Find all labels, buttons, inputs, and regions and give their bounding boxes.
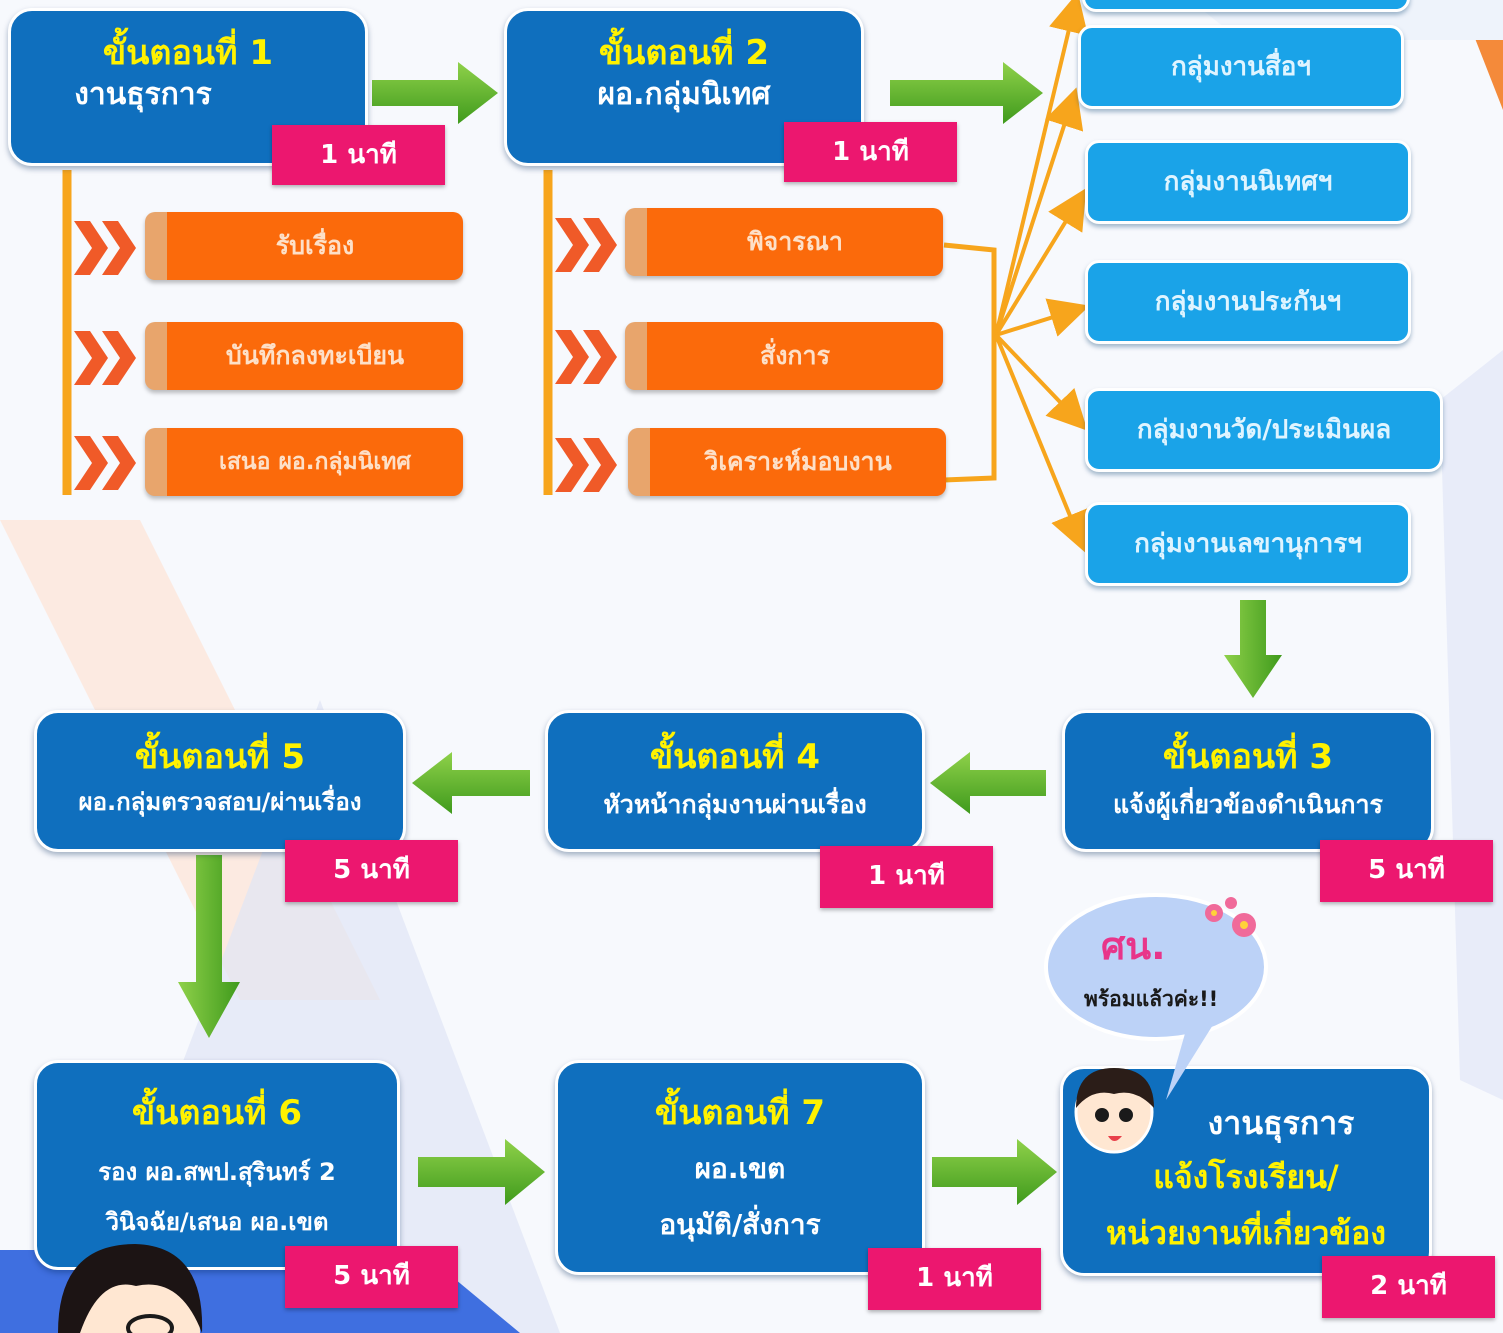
final-step-line-1: งานธุรการ (1207, 1104, 1355, 1142)
bubble-message: พร้อมแล้วค่ะ!! (1084, 987, 1219, 1011)
step-7-subtitle-2: อนุมัติ/สั่งการ (659, 1208, 821, 1241)
step-5-time-badge: 5 นาที (285, 840, 458, 902)
arrow-1-2 (372, 62, 498, 124)
speech-bubble: ศน. พร้อมแล้วค่ะ!! (1044, 893, 1271, 1100)
arrow-6-7 (418, 1139, 545, 1205)
step-6-title: ขั้นตอนที่ 6 (131, 1093, 303, 1133)
step-7-subtitle-1: ผอ.เขต (694, 1152, 786, 1185)
final-step-line-3: หน่วยงานที่เกี่ยวข้อง (1106, 1214, 1386, 1252)
final-step-line-2: แจ้งโรงเรียน/ (1153, 1158, 1339, 1196)
step-4-subtitle: หัวหน้ากลุ่มงานผ่านเรื่อง (603, 790, 867, 819)
step-1-time-badge: 1 นาที (272, 125, 445, 185)
arrow-7-8 (932, 1139, 1057, 1205)
step-7-box: ขั้นตอนที่ 7 ผอ.เขต อนุมัติ/สั่งการ (555, 1060, 925, 1275)
step-2-task-consider: พิจารณา (625, 208, 943, 276)
chevron-icon (74, 221, 136, 275)
step-6-subtitle-2: วินิจฉัย/เสนอ ผอ.เขต (105, 1208, 329, 1236)
step-5-box: ขั้นตอนที่ 5 ผอ.กลุ่มตรวจสอบ/ผ่านเรื่อง (34, 710, 406, 852)
bubble-logo-text: ศน. (1101, 924, 1166, 968)
chevron-icon (74, 331, 136, 385)
step-2-box: ขั้นตอนที่ 2 ผอ.กลุ่มนิเทศ (504, 8, 864, 166)
boy-mascot-icon (58, 1244, 203, 1333)
group-quality-assurance: กลุ่มงานประกันฯ (1085, 260, 1411, 344)
girl-mascot-icon (1074, 1068, 1154, 1154)
step-7-title: ขั้นตอนที่ 7 (654, 1093, 826, 1133)
step-1-task-propose: เสนอ ผอ.กลุ่มนิเทศ (145, 428, 463, 496)
step-3-box: ขั้นตอนที่ 3 แจ้งผู้เกี่ยวข้องดำเนินการ (1062, 710, 1434, 852)
step-4-title: ขั้นตอนที่ 4 (649, 737, 821, 777)
step-6-box: ขั้นตอนที่ 6 รอง ผอ.สพป.สุรินทร์ 2 วินิจ… (34, 1060, 400, 1270)
speech-bubble-shape (1044, 893, 1268, 1100)
step-1-subtitle: งานธุรการ (74, 77, 212, 112)
step-1-title: ขั้นตอนที่ 1 (102, 33, 274, 73)
arrow-4-5 (412, 752, 530, 814)
arrow-3-4 (930, 752, 1046, 814)
chevron-icon (74, 436, 136, 490)
step-5-subtitle: ผอ.กลุ่มตรวจสอบ/ผ่านเรื่อง (78, 788, 362, 816)
group-media: กลุ่มงานสื่อฯ (1078, 25, 1404, 109)
step-1-task-receive: รับเรื่อง (145, 212, 463, 280)
arrow-groups-3 (1224, 600, 1282, 698)
group-evaluation: กลุ่มงานวัด/ประเมินผล (1085, 388, 1443, 472)
step-4-box: ขั้นตอนที่ 4 หัวหน้ากลุ่มงานผ่านเรื่อง (545, 710, 925, 852)
step-2-subtitle: ผอ.กลุ่มนิเทศ (597, 77, 771, 112)
step-6-time-badge: 5 นาที (285, 1246, 458, 1308)
step-3-title: ขั้นตอนที่ 3 (1162, 737, 1334, 777)
group-top-partial (1082, 0, 1410, 12)
step-2-title: ขั้นตอนที่ 2 (598, 33, 770, 73)
step-2-time-badge: 1 นาที (784, 122, 957, 182)
chevron-icon (555, 218, 617, 272)
step-1-task-register: บันทึกลงทะเบียน (145, 322, 463, 390)
step-4-time-badge: 1 นาที (820, 846, 993, 908)
arrow-2-groups (890, 62, 1043, 124)
step-6-subtitle-1: รอง ผอ.สพป.สุรินทร์ 2 (98, 1158, 336, 1186)
arrow-5-6 (178, 855, 240, 1038)
chevron-icon (555, 438, 617, 492)
step-3-subtitle: แจ้งผู้เกี่ยวข้องดำเนินการ (1113, 790, 1383, 819)
step-7-time-badge: 1 นาที (868, 1248, 1041, 1310)
step-3-time-badge: 5 นาที (1320, 840, 1493, 902)
chevron-icon (555, 330, 617, 384)
group-secretary: กลุ่มงานเลขานุการฯ (1085, 502, 1411, 586)
step-5-title: ขั้นตอนที่ 5 (134, 737, 306, 777)
step-2-task-assign: วิเคราะห์มอบงาน (628, 428, 946, 496)
final-step-time-badge: 2 นาที (1322, 1256, 1495, 1318)
step-2-task-command: สั่งการ (625, 322, 943, 390)
group-supervision: กลุ่มงานนิเทศฯ (1085, 140, 1411, 224)
